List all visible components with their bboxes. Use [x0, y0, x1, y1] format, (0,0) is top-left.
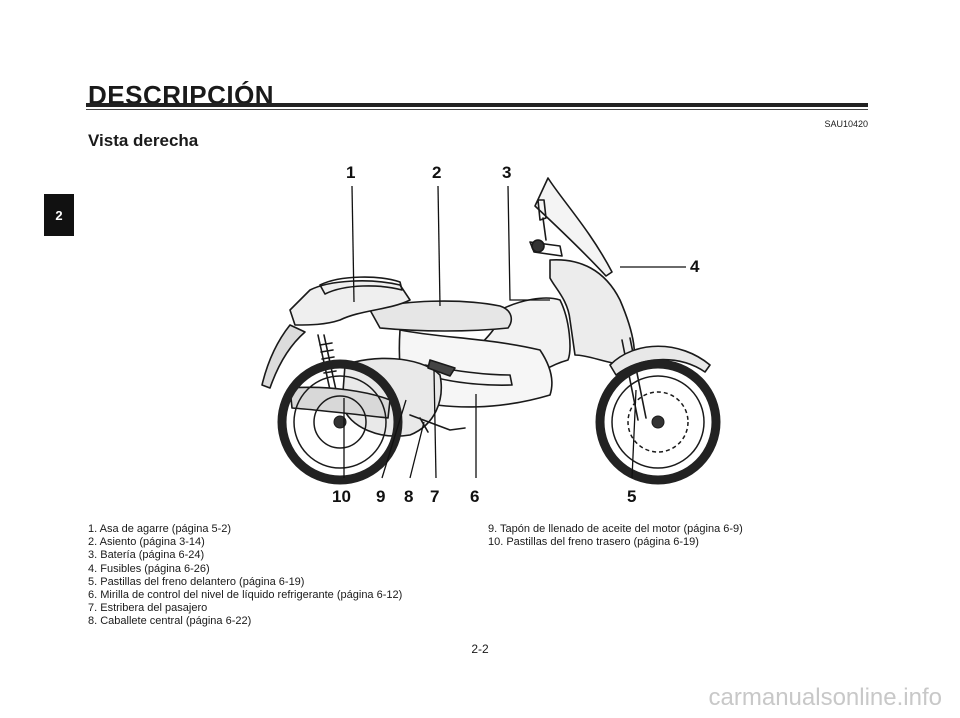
- subtitle: Vista derecha: [88, 131, 199, 150]
- legend-item: 2. Asiento (página 3-14): [88, 536, 205, 549]
- callout-10: 10: [332, 487, 351, 506]
- legend-item: 6. Mirilla de control del nivel de líqui…: [88, 589, 403, 602]
- chapter-tab: 2: [44, 194, 74, 236]
- legend-item: 7. Estribera del pasajero: [88, 602, 208, 615]
- callout-6: 6: [470, 487, 479, 506]
- legend-item: 1. Asa de agarre (página 5-2): [88, 523, 232, 535]
- watermark: carmanualsonline.info: [708, 684, 942, 711]
- doc-code: SAU10420: [824, 119, 868, 129]
- legend-item: 10. Pastillas del freno trasero (página …: [488, 536, 699, 549]
- title-rule: [86, 103, 868, 107]
- legend-item: 5. Pastillas del freno delantero (página…: [88, 575, 305, 588]
- title-rule-thin: [86, 109, 868, 110]
- windshield: [534, 177, 613, 277]
- page-number: 2-2: [471, 642, 489, 656]
- front-wheel: [595, 359, 721, 485]
- legend-item: 3. Batería (página 6-24): [88, 549, 205, 562]
- callout-2: 2: [432, 163, 441, 182]
- scooter-illustration: 1 2 3 4 5 6 7 8 9 10: [261, 163, 721, 506]
- callout-8: 8: [404, 487, 413, 506]
- center-stand: [409, 414, 466, 433]
- callout-4: 4: [690, 257, 700, 276]
- callout-1: 1: [346, 163, 355, 182]
- legend-right: 9. Tapón de llenado de aceite del motor …: [488, 523, 743, 549]
- rear-body: [289, 280, 411, 326]
- callout-5: 5: [627, 487, 636, 506]
- callout-3: 3: [502, 163, 511, 182]
- muffler: [289, 386, 391, 419]
- legend-item: 8. Caballete central (página 6-22): [88, 615, 252, 628]
- grab-rail: [319, 276, 403, 295]
- rear-fender: [261, 324, 306, 389]
- seat: [369, 300, 513, 332]
- mirror: [537, 199, 547, 241]
- legend-left: 1. Asa de agarre (página 5-2) 2. Asiento…: [88, 523, 402, 629]
- callout-9: 9: [376, 487, 385, 506]
- rear-wheel: [277, 359, 403, 485]
- passenger-footrest: [427, 359, 456, 377]
- callout-7: 7: [430, 487, 439, 506]
- legend-item: 4. Fusibles (página 6-26): [88, 562, 210, 575]
- legend-item: 9. Tapón de llenado de aceite del motor …: [488, 523, 743, 535]
